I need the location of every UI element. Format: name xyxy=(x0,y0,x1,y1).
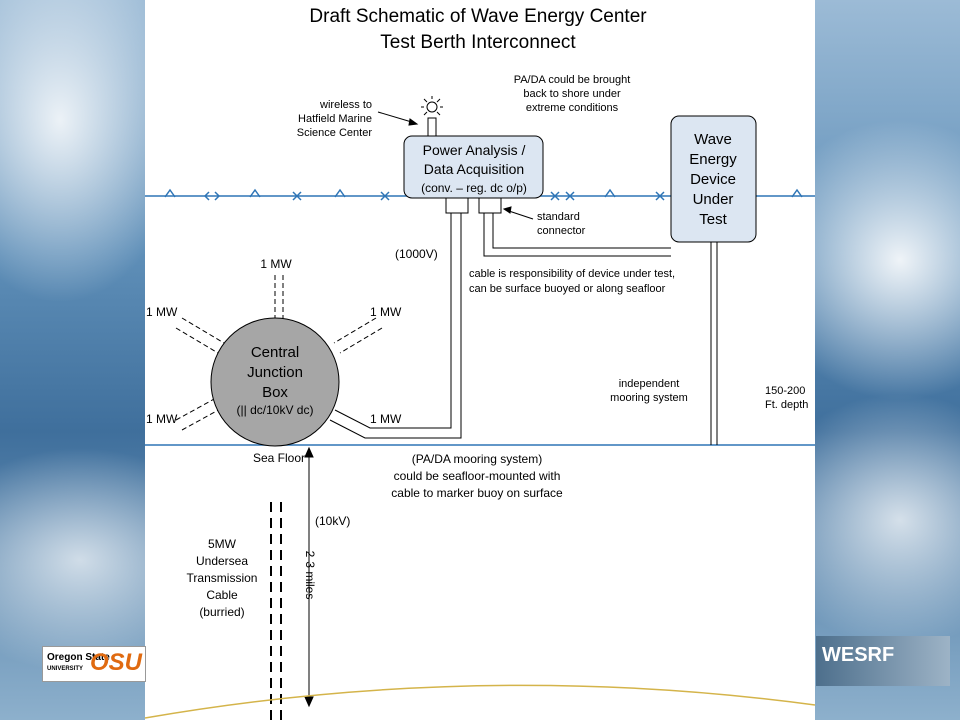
antenna-icon xyxy=(421,96,443,138)
osu-logo-text: Oregon State UNIVERSITY xyxy=(47,653,110,674)
wave-mark xyxy=(203,191,221,201)
wireless-arrow xyxy=(377,111,419,126)
junction-line3: Box xyxy=(262,384,288,401)
device-line3: Device xyxy=(690,171,736,188)
cable-label-line4: Cable xyxy=(206,588,238,602)
device-line1: Wave xyxy=(694,131,732,148)
device-cable-inner xyxy=(492,213,671,249)
junction-line2: Junction xyxy=(247,364,303,381)
device-cable-outer xyxy=(483,213,671,257)
junction-cable-outer xyxy=(329,213,462,439)
device-line4: Under xyxy=(693,191,734,208)
wesrf-logo: WESRF xyxy=(816,636,950,686)
pada-shore-line2: back to shore under xyxy=(523,88,621,100)
connector-arrow xyxy=(502,206,534,220)
pada-shore-line3: extreme conditions xyxy=(526,102,619,114)
wave-mark xyxy=(655,191,665,201)
shoreline-arc xyxy=(144,684,816,719)
pada-mooring-line3: cable to marker buoy on surface xyxy=(391,486,563,500)
cable-resp-line2: can be surface buoyed or along seafloor xyxy=(469,283,666,295)
pada-box xyxy=(403,135,544,199)
wesrf-logo-text: WESRF xyxy=(822,644,895,666)
depth-line1: 150-200 xyxy=(765,385,805,397)
osu-logo-name: Oregon State xyxy=(47,652,110,663)
wave-mark xyxy=(550,191,560,201)
wireless-line2: Hatfield Marine xyxy=(298,113,372,125)
title-line1: Draft Schematic of Wave Energy Center xyxy=(309,6,647,27)
cable-label-line5: (burried) xyxy=(199,605,244,619)
device-line2: Energy xyxy=(689,151,737,168)
distance-arrow xyxy=(304,446,314,708)
sea-floor-label: Sea Floor xyxy=(253,451,305,465)
voltage-1000-label: (1000V) xyxy=(395,247,438,261)
wave-mark xyxy=(249,188,261,198)
cable-resp-line1: cable is responsibility of device under … xyxy=(469,268,675,280)
mooring-label-line1: independent xyxy=(619,378,680,390)
mw-spokes xyxy=(175,275,383,431)
pada-line1: Power Analysis / xyxy=(423,142,526,158)
mw-label-lower-right: 1 MW xyxy=(370,412,402,426)
pada-shore-line1: PA/DA could be brought xyxy=(514,74,631,86)
wireless-line1: wireless to xyxy=(319,99,372,111)
cable-label-line3: Transmission xyxy=(187,571,258,585)
wave-device-box xyxy=(670,115,757,243)
connector-label-line2: connector xyxy=(537,225,586,237)
connector-right xyxy=(478,197,502,214)
cable-label-line1: 5MW xyxy=(208,537,237,551)
wave-mark xyxy=(791,188,803,198)
pada-line3: (conv. – reg. dc o/p) xyxy=(421,181,527,195)
wave-mark xyxy=(380,191,390,201)
pada-line2: Data Acquisition xyxy=(424,161,524,177)
pada-mooring-line2: could be seafloor-mounted with xyxy=(394,469,561,483)
central-junction-box xyxy=(210,317,340,447)
wave-mark xyxy=(164,188,176,198)
device-line5: Test xyxy=(699,211,727,228)
cable-label-line2: Undersea xyxy=(196,554,248,568)
osu-logo-university: UNIVERSITY xyxy=(47,666,84,672)
connector-label-line1: standard xyxy=(537,211,580,223)
junction-line1: Central xyxy=(251,344,299,361)
mooring-label-line2: mooring system xyxy=(610,392,688,404)
wave-mark xyxy=(334,188,346,198)
wave-mark xyxy=(565,191,575,201)
pada-mooring-line1: (PA/DA mooring system) xyxy=(412,452,542,466)
wave-mark xyxy=(292,191,302,201)
wireless-line3: Science Center xyxy=(297,127,373,139)
osu-logo-mark: OSU xyxy=(89,649,142,676)
depth-line2: Ft. depth xyxy=(765,399,808,411)
mw-label-upper-right: 1 MW xyxy=(370,305,402,319)
undersea-cable xyxy=(270,502,282,720)
mw-label-top: 1 MW xyxy=(260,257,292,271)
junction-cable-inner xyxy=(334,213,452,429)
osu-logo: Oregon State UNIVERSITY OSU xyxy=(42,646,146,682)
connector-left xyxy=(445,197,469,214)
junction-line4: (|| dc/10kV dc) xyxy=(237,403,314,417)
title-line2: Test Berth Interconnect xyxy=(380,32,576,53)
wave-mark xyxy=(604,188,616,198)
voltage-10kv-label: (10kV) xyxy=(315,514,350,528)
distance-label: 2-3 miles xyxy=(303,551,317,600)
mw-label-upper-left: 1 MW xyxy=(146,305,178,319)
mw-label-lower-left: 1 MW xyxy=(146,412,178,426)
